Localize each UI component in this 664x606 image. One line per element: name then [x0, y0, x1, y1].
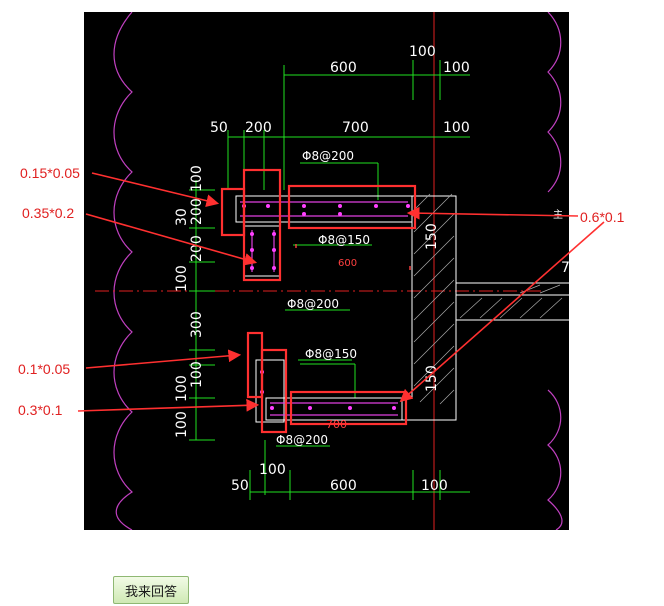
rebar-label-top-150: Φ8@150: [318, 233, 370, 247]
dim-left-100-low: 100: [189, 361, 205, 388]
callout-label-2: 0.35*0.2: [22, 205, 74, 221]
dim-left-100-b1: 100: [174, 375, 190, 402]
cad-drawing: 100 600 100 50 200 700 100 100 200 30 20…: [84, 12, 569, 530]
dim-row2-100: 100: [443, 120, 470, 136]
callout-label-4: 0.3*0.1: [18, 402, 63, 418]
dim-wall-150-a: 150: [424, 223, 440, 250]
dim-left-200-a: 200: [189, 198, 205, 225]
callout-label-5: 0.6*0.1: [580, 209, 625, 225]
dim-left-30: 30: [174, 208, 190, 226]
rebar-label-mid-200: Φ8@200: [287, 297, 339, 311]
rebar-label-bot-200: Φ8@200: [276, 433, 328, 447]
fragment-seven: 7: [561, 260, 569, 276]
drawing-background: [84, 12, 569, 530]
dim-row2-200: 200: [245, 120, 272, 136]
dim-bot-100: 100: [259, 462, 286, 478]
scallop-border-left: [113, 12, 133, 530]
dim-left-100-b2: 100: [174, 411, 190, 438]
callout-label-1: 0.15*0.05: [20, 165, 80, 181]
dim-bot-100-b: 100: [421, 478, 448, 494]
dim-bot-600: 600: [330, 478, 357, 494]
dim-row2-50: 50: [210, 120, 228, 136]
scallop-border-right-low: [547, 389, 563, 530]
scallop-border-right: [547, 12, 562, 193]
rebar-label-low-150: Φ8@150: [305, 347, 357, 361]
answer-button[interactable]: 我来回答: [113, 576, 189, 604]
dim-row2-700: 700: [342, 120, 369, 136]
rebar-label-top-200: Φ8@200: [302, 149, 354, 163]
dim-top-100-b: 100: [443, 60, 470, 76]
dim-top-100-a: 100: [409, 44, 436, 60]
dim-bot-50: 50: [231, 478, 249, 494]
dim-left-100-mid: 100: [174, 265, 190, 292]
fragment-main: 主: [553, 209, 563, 221]
dim-left-300: 300: [189, 311, 205, 338]
dim-left-200-b: 200: [189, 235, 205, 262]
dim-top-600: 600: [330, 60, 357, 76]
dim-inner-600: 600: [338, 258, 357, 269]
dim-inner-700: 700: [326, 418, 347, 431]
dim-left-100-top: 100: [189, 165, 205, 192]
callout-label-3: 0.1*0.05: [18, 361, 70, 377]
dim-wall-150-b: 150: [424, 365, 440, 392]
